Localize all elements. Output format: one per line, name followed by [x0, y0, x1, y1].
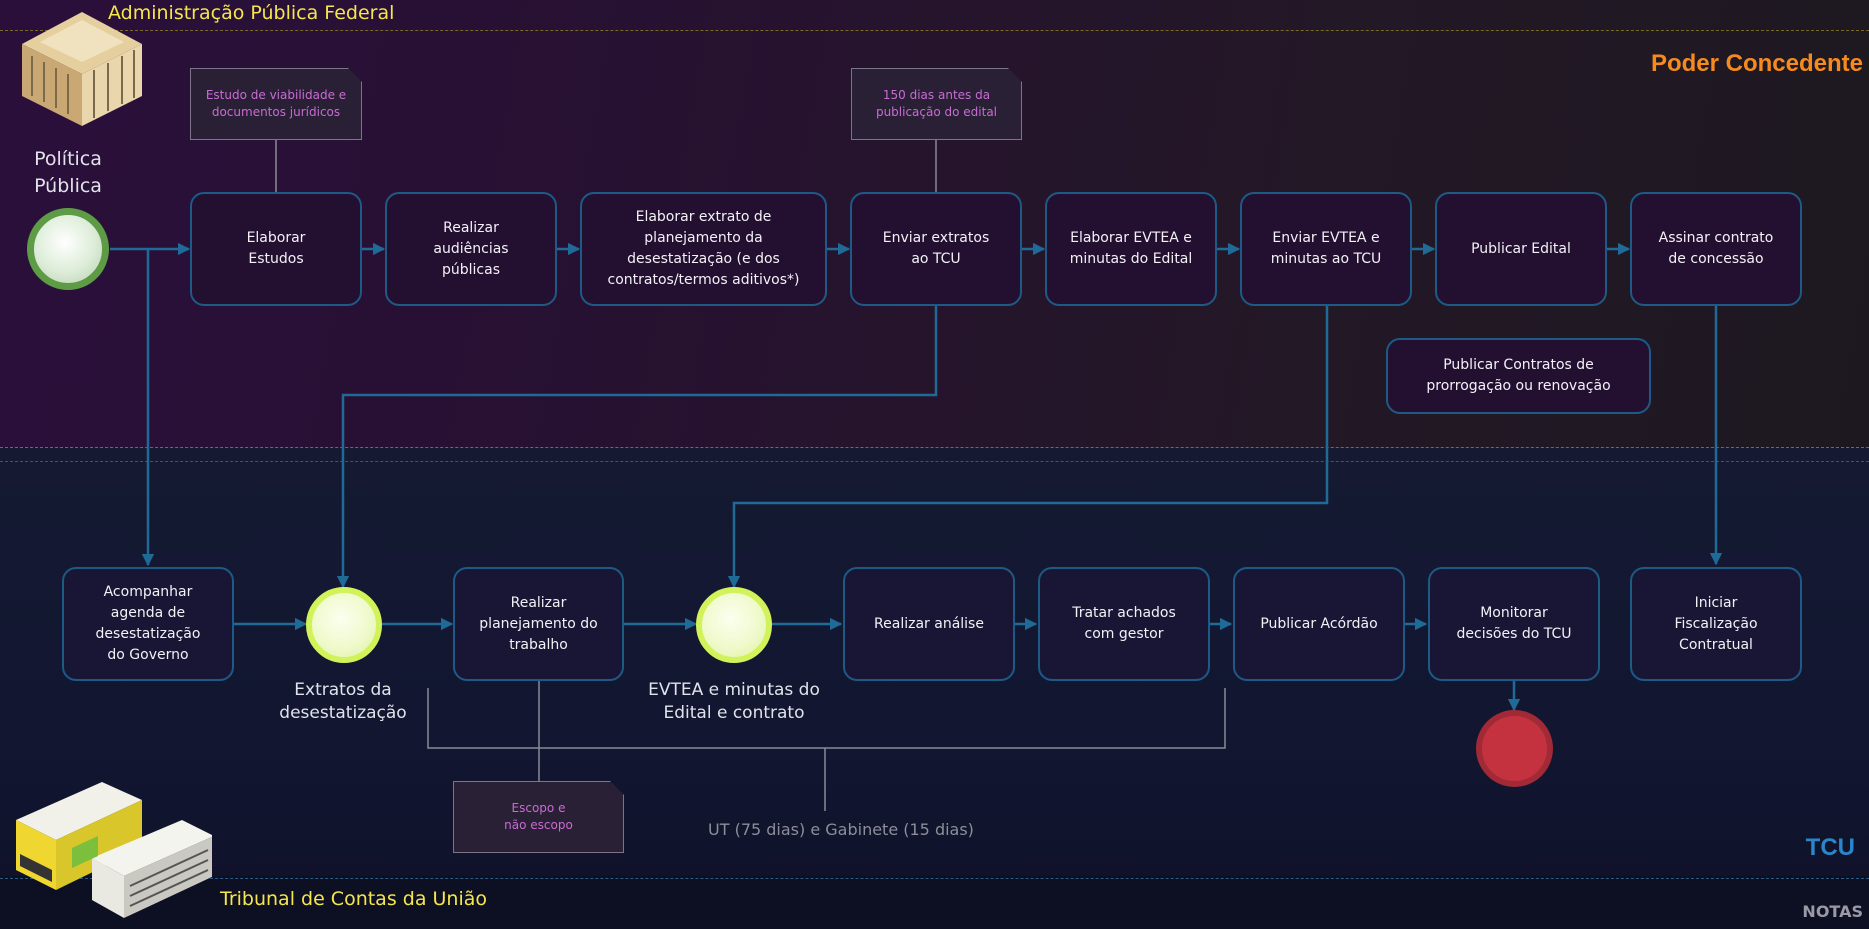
task-tratar-achados[interactable]: Tratar achados com gestor [1038, 567, 1210, 681]
flow-enviar-to-extratos-event [336, 306, 938, 589]
lane-tcu [0, 448, 1869, 929]
task-publicar-contratos-prorrogacao[interactable]: Publicar Contratos de prorrogação ou ren… [1386, 338, 1651, 414]
task-realizar-planejamento[interactable]: Realizar planejamento do trabalho [453, 567, 624, 681]
task-acompanhar-agenda[interactable]: Acompanhar agenda de desestatização do G… [62, 567, 234, 681]
event-evtea-minutas[interactable] [696, 587, 772, 663]
lane-title-administracao: Administração Pública Federal [108, 2, 395, 24]
annotation-estudo-viabilidade: Estudo de viabilidade e documentos juríd… [190, 68, 362, 140]
task-realizar-audiencias[interactable]: Realizar audiências públicas [385, 192, 557, 306]
lane-top-divider [0, 30, 1869, 31]
annotation-escopo: Escopo e não escopo [453, 781, 624, 853]
annotation-150-dias: 150 dias antes da publicação do edital [851, 68, 1022, 140]
task-monitorar-decisoes[interactable]: Monitorar decisões do TCU [1428, 567, 1600, 681]
footer-bar [0, 876, 1869, 929]
task-iniciar-fiscalizacao[interactable]: Iniciar Fiscalização Contratual [1630, 567, 1802, 681]
start-event-label: Política Pública [34, 148, 102, 197]
tcu-building-icon [16, 782, 212, 918]
end-event[interactable] [1476, 710, 1553, 787]
task-elaborar-extrato[interactable]: Elaborar extrato de planejamento da dese… [580, 192, 827, 306]
lane-middle-divider-orange [0, 447, 1869, 448]
task-enviar-extratos[interactable]: Enviar extratos ao TCU [850, 192, 1022, 306]
government-building-icon [22, 12, 142, 126]
task-elaborar-evtea[interactable]: Elaborar EVTEA e minutas do Edital [1045, 192, 1217, 306]
lane-title-tcu: Tribunal de Contas da União [220, 888, 488, 910]
section-title-poder-concedente: Poder Concedente [1650, 50, 1863, 77]
lane-middle-divider-blue [0, 461, 1869, 462]
notes-link[interactable]: NOTAS [1802, 902, 1863, 921]
task-assinar-contrato[interactable]: Assinar contrato de concessão [1630, 192, 1802, 306]
duration-label: UT (75 dias) e Gabinete (15 dias) [708, 820, 974, 839]
task-elaborar-estudos[interactable]: Elaborar Estudos [190, 192, 362, 306]
flow-enviar-evtea-to-event [727, 306, 1329, 589]
event-extratos-label: Extratos da desestatização [279, 680, 407, 723]
duration-bracket [427, 688, 1226, 749]
task-enviar-evtea[interactable]: Enviar EVTEA e minutas ao TCU [1240, 192, 1412, 306]
task-realizar-analise[interactable]: Realizar análise [843, 567, 1015, 681]
task-publicar-acordao[interactable]: Publicar Acórdão [1233, 567, 1405, 681]
event-extratos-desestatizacao[interactable] [306, 587, 382, 663]
event-evtea-label: EVTEA e minutas do Edital e contrato [648, 680, 820, 723]
task-publicar-edital[interactable]: Publicar Edital [1435, 192, 1607, 306]
section-title-tcu: TCU [1805, 834, 1855, 861]
lane-bottom-divider [0, 878, 1869, 879]
start-event[interactable] [27, 208, 109, 290]
